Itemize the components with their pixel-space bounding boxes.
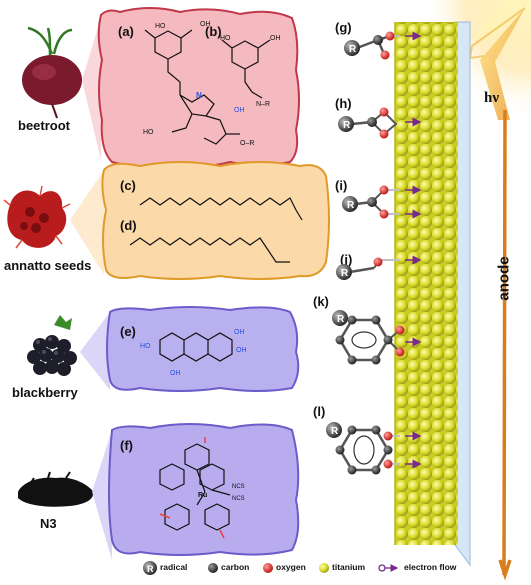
legend-oxygen: oxygen	[276, 562, 306, 572]
atom-o-r: O–R	[240, 140, 254, 147]
atom-n-r: N–R	[256, 101, 270, 108]
n3-callout	[92, 430, 112, 560]
legend-r: R	[147, 564, 154, 574]
radical-r-i: R	[347, 200, 355, 211]
source-label-n3: N3	[40, 516, 57, 531]
beetroot-callout	[82, 18, 101, 160]
label-l: (l)	[313, 404, 325, 419]
annatto-callout	[70, 170, 104, 275]
atom-oh-e1: OH	[234, 329, 245, 336]
radical-r-h: R	[343, 120, 351, 131]
source-label-beetroot: beetroot	[18, 118, 70, 133]
atom-n: N	[196, 91, 202, 100]
binding-k	[332, 310, 422, 365]
anode-label: anode	[495, 256, 513, 301]
structure-d	[129, 237, 290, 263]
atom-oh-e3: OH	[170, 370, 181, 377]
annatto-image	[3, 185, 71, 249]
radical-r-j: R	[341, 268, 349, 279]
atom-ho: HO	[155, 23, 166, 30]
label-g: (g)	[335, 20, 352, 35]
binding-h	[338, 107, 422, 139]
label-k: (k)	[313, 294, 329, 309]
label-c: (c)	[120, 178, 136, 193]
binding-i	[342, 185, 422, 219]
atom-ncs-2: NCS	[232, 496, 245, 502]
titanium-lattice	[395, 22, 458, 545]
structure-b	[221, 39, 271, 99]
label-h: (h)	[335, 96, 352, 111]
atom-ho-2: HO	[143, 129, 154, 136]
atom-oh-e2: OH	[236, 347, 247, 354]
legend-electron-flow: electron flow	[404, 562, 457, 572]
structure-f	[159, 443, 231, 531]
atom-ho-e: HO	[140, 343, 151, 350]
atom-ru: Ru	[198, 492, 207, 499]
structure-a	[144, 29, 240, 145]
source-label-annatto: annatto seeds	[4, 258, 92, 273]
label-d: (d)	[120, 218, 137, 233]
radical-r-k: R	[337, 314, 345, 325]
light-arrow	[498, 109, 512, 581]
atom-oh-b: OH	[270, 35, 281, 42]
label-i: (i)	[335, 178, 347, 193]
binding-g	[344, 31, 422, 60]
blackberry-callout	[80, 312, 110, 390]
blackberry-panel	[106, 306, 300, 392]
radical-r-g: R	[349, 44, 357, 55]
atom-oh: OH	[200, 21, 211, 28]
structure-c	[139, 197, 303, 221]
binding-l	[326, 422, 422, 475]
light-beam	[480, 8, 525, 120]
legend-titanium: titanium	[332, 562, 366, 572]
legend-icons: R	[143, 561, 399, 575]
label-j: (j)	[340, 252, 352, 267]
blackberry-image	[27, 315, 77, 376]
beetroot-panel	[97, 7, 300, 168]
structure-e	[159, 332, 233, 362]
label-f: (f)	[120, 438, 133, 453]
label-e: (e)	[120, 324, 136, 339]
n3-image	[18, 471, 94, 507]
label-a: (a)	[118, 24, 134, 39]
atom-ncs-1: NCS	[232, 484, 245, 490]
light-label: hν	[484, 90, 500, 106]
radical-r-l: R	[331, 426, 339, 437]
source-label-blackberry: blackberry	[12, 385, 78, 400]
label-b: (b)	[205, 24, 222, 39]
legend-carbon: carbon	[221, 562, 250, 572]
binding-j	[336, 255, 422, 280]
atom-oh-blue: OH	[234, 107, 245, 114]
atom-ho-b: HO	[220, 35, 231, 42]
annatto-panel	[101, 161, 330, 280]
beetroot-image	[22, 26, 82, 119]
legend-radical: radical	[160, 562, 188, 572]
